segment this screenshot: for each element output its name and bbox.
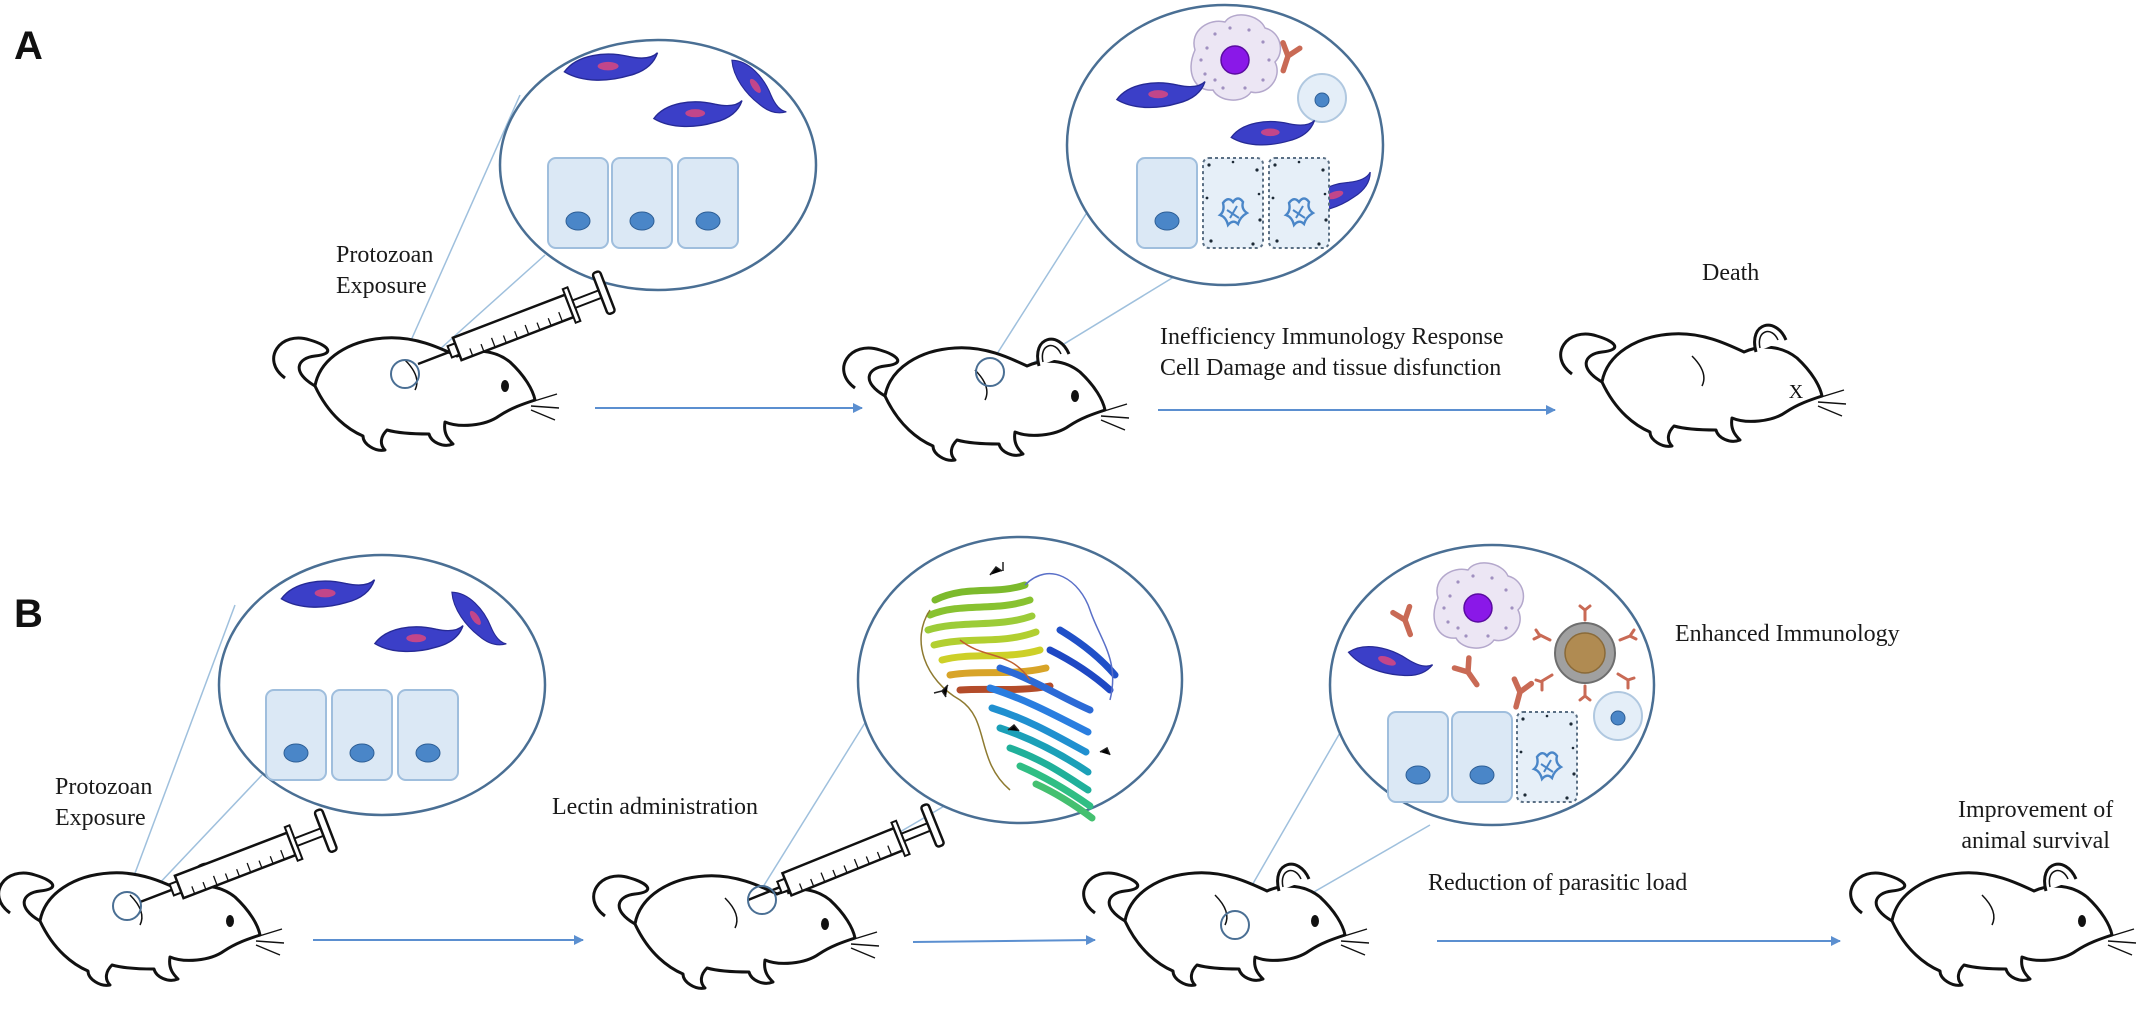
label-b-parasitic-load: Reduction of parasitic load	[1428, 870, 1688, 896]
label-a-exposure-line1: Protozoan	[336, 242, 434, 268]
zoom-circle-b2-lectin	[856, 535, 1184, 825]
cells-a2	[1136, 156, 1331, 250]
mouse-a1	[272, 327, 561, 452]
panel-label-a: A	[14, 24, 43, 68]
label-a-immune-response: Inefficiency Immunology Response Cell Da…	[1160, 322, 1503, 384]
injection-site-b1	[112, 891, 142, 921]
label-b-exposure-line1: Protozoan	[55, 774, 153, 800]
label-b-animal-survival: Improvement of animal survival	[1958, 795, 2113, 857]
dead-eye-mark: X	[1789, 381, 1804, 403]
injection-site-a1	[390, 359, 420, 389]
label-a-death: Death	[1702, 260, 1760, 286]
label-a-response-line2: Cell Damage and tissue disfunction	[1160, 355, 1502, 381]
activated-cell-b3	[1532, 604, 1638, 702]
label-a-response-line1: Inefficiency Immunology Response	[1160, 324, 1504, 350]
mouse-b4	[1849, 862, 2138, 987]
mouse-a2	[842, 337, 1131, 462]
injection-site-b2	[747, 885, 777, 915]
label-b-exposure-line2: Exposure	[55, 805, 146, 831]
healthy-cells-a1	[547, 157, 739, 249]
infection-site-a2	[975, 357, 1005, 387]
panel-label-b: B	[14, 592, 43, 636]
label-a-protozoan-exposure: Protozoan Exposure	[336, 240, 433, 302]
label-b-lectin-administration: Lectin administration	[552, 794, 758, 820]
site-b3	[1220, 910, 1250, 940]
lymphocyte-b3	[1593, 691, 1643, 741]
label-b-enhanced-immunology: Enhanced Immunology	[1675, 621, 1900, 647]
label-a-exposure-line2: Exposure	[336, 273, 427, 299]
lectin-ligands	[933, 562, 1111, 756]
lectin-loops	[920, 573, 1114, 791]
label-b-survival-line2: animal survival	[1961, 828, 2110, 854]
panel-b-diagram	[0, 535, 2138, 990]
label-b-survival-line1: Improvement of	[1958, 797, 2114, 823]
lectin-protein-structure	[924, 581, 1119, 822]
mouse-b3	[1082, 862, 1371, 987]
healthy-cells-b1	[265, 689, 459, 781]
cells-b3	[1387, 710, 1579, 804]
panel-a-diagram: X	[272, 3, 1848, 462]
lymphocyte-a2	[1297, 73, 1347, 123]
label-b-protozoan-exposure: Protozoan Exposure	[55, 772, 152, 834]
mouse-b1	[0, 862, 286, 987]
mouse-b2	[592, 865, 881, 990]
arrow-b2	[912, 935, 1096, 946]
